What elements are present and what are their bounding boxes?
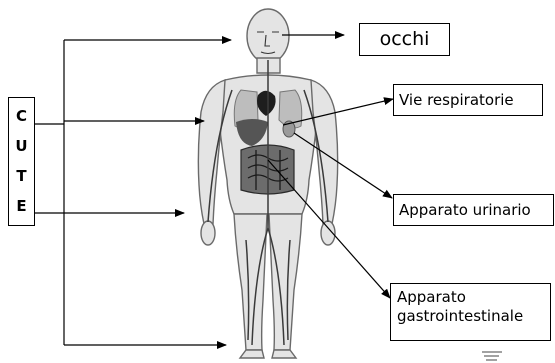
gastro-line-2: gastrointestinale xyxy=(397,307,544,326)
cute-letter: C xyxy=(16,109,27,124)
human-body-figure xyxy=(198,9,337,358)
cute-letter: U xyxy=(15,139,27,154)
cute-label: C U T E xyxy=(8,97,35,226)
cute-letter: T xyxy=(16,169,26,184)
vie-respiratorie-label: Vie respiratorie xyxy=(393,84,543,116)
apparato-urinario-label: Apparato urinario xyxy=(393,194,554,226)
cute-letter: E xyxy=(16,199,26,214)
gastro-line-1: Apparato xyxy=(397,288,544,307)
clipart-sketch xyxy=(482,352,502,360)
apparato-gastrointestinale-label: Apparato gastrointestinale xyxy=(390,283,551,341)
occhi-label: occhi xyxy=(359,23,450,56)
